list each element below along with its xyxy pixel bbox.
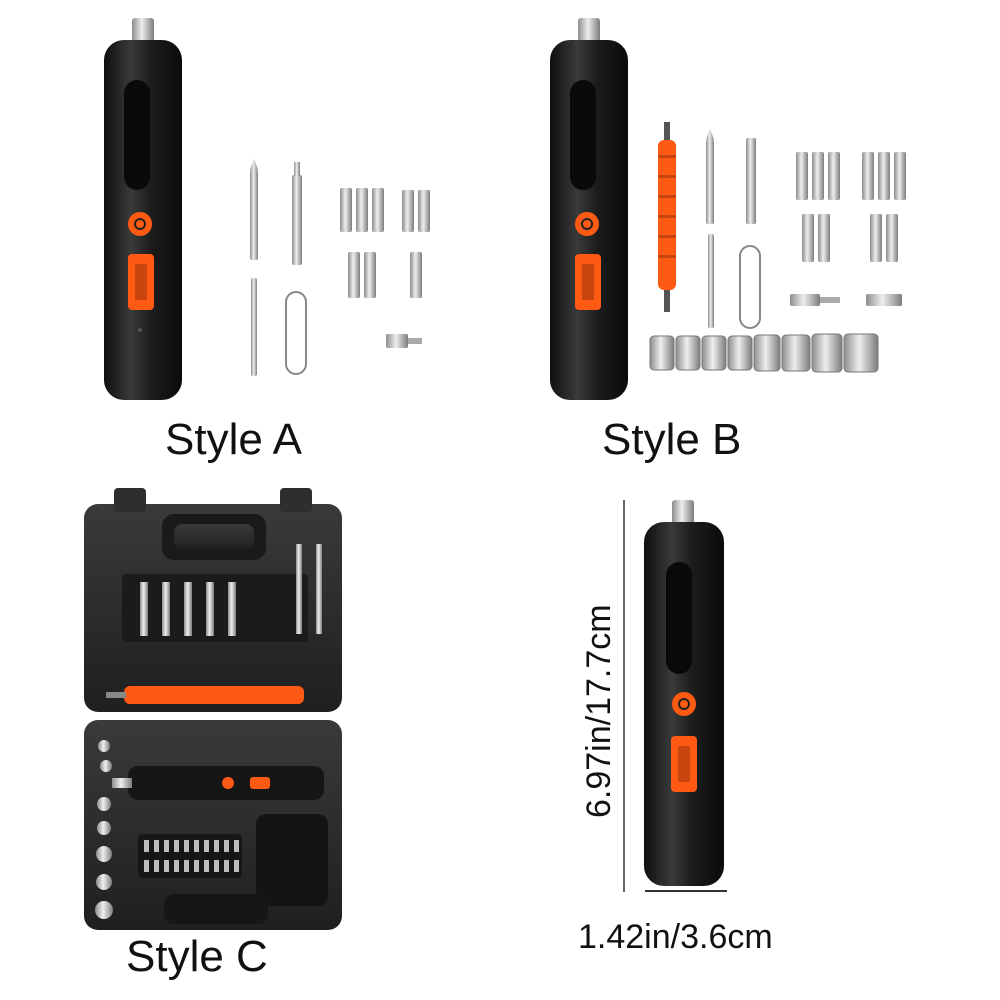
screwdriver-icon [644, 500, 724, 886]
style-b-panel [540, 10, 920, 410]
bit-holder-icon [739, 245, 761, 329]
dimension-panel [620, 496, 740, 896]
style-c-illustration [84, 488, 342, 930]
dimension-illustration [623, 500, 724, 892]
style-a-label: Style A [165, 415, 302, 464]
screwdriver-icon [104, 18, 182, 400]
bit-holder-icon [285, 291, 307, 375]
style-b-illustration [550, 18, 906, 400]
screwdriver-icon [550, 18, 628, 400]
style-b-label: Style B [602, 415, 742, 464]
style-a-panel [90, 10, 430, 410]
long-bits [706, 128, 756, 328]
height-dimension-label: 6.97in/17.7cm [580, 604, 618, 818]
style-c-label: Style C [126, 932, 268, 981]
style-a-illustration [104, 18, 430, 400]
short-bits [340, 188, 430, 348]
case-base [84, 720, 342, 930]
width-dimension-line [645, 890, 727, 892]
case-lid [84, 488, 342, 712]
width-dimension-label: 1.42in/3.6cm [578, 918, 773, 956]
flexible-shaft-icon [658, 122, 676, 312]
style-c-panel [78, 484, 348, 936]
socket-row [649, 333, 879, 373]
short-bits [790, 152, 906, 306]
long-bits [250, 158, 302, 376]
flexible-shaft-icon [124, 686, 304, 704]
